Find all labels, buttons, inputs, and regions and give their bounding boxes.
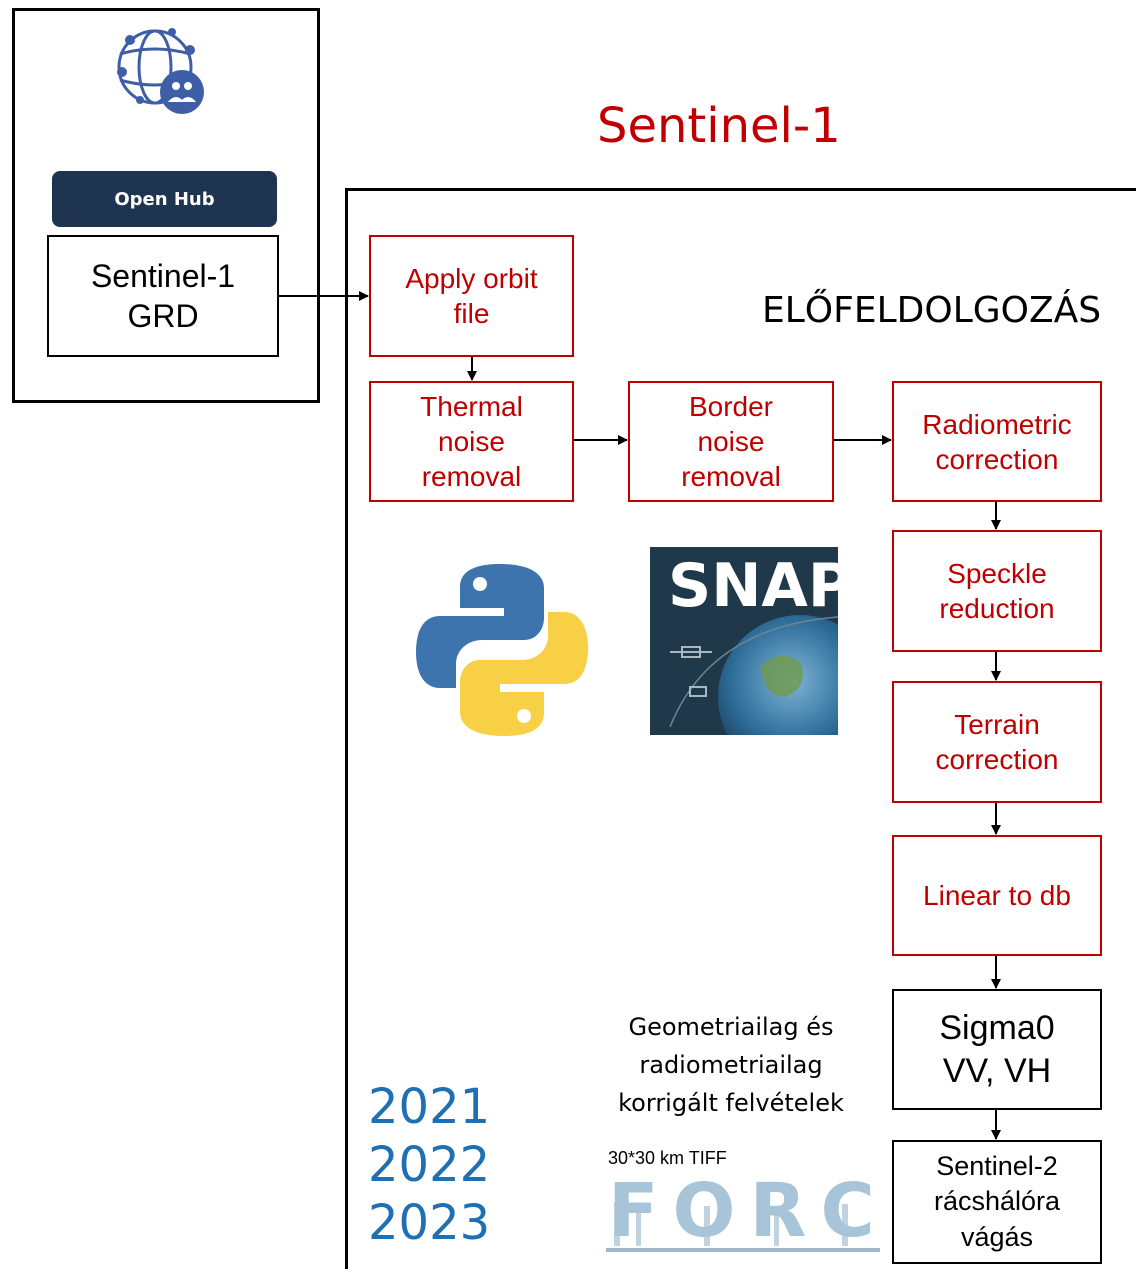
years-list: 2021 2022 2023	[368, 1079, 491, 1251]
sentinel2-grid-box: Sentinel-2 rácshálóra vágás	[892, 1140, 1102, 1264]
globe-network-users-icon	[110, 22, 210, 122]
step-thermal-noise-removal: Thermal noise removal	[369, 381, 574, 502]
source-frame	[12, 8, 320, 403]
step-radiometric-correction: Radiometric correction	[892, 381, 1102, 502]
processing-frame	[345, 188, 1136, 1269]
step-linear-to-db: Linear to db	[892, 835, 1102, 956]
page-title: Sentinel-1	[597, 98, 841, 154]
step-apply-orbit-file: Apply orbit file	[369, 235, 574, 357]
sentinel1-grd-box: Sentinel-1 GRD	[47, 235, 279, 357]
section-heading: ELŐFELDOLGOZÁS	[762, 290, 1102, 331]
step-border-noise-removal: Border noise removal	[628, 381, 834, 502]
force-logo-icon: FORCE	[606, 1172, 880, 1256]
open-hub-button[interactable]: Open Hub	[52, 171, 277, 227]
force-logo-text: FORCE	[608, 1172, 880, 1254]
step-speckle-reduction: Speckle reduction	[892, 530, 1102, 652]
python-logo-icon	[412, 560, 592, 740]
corrected-images-caption: Geometriailag és radiometriailag korrigá…	[618, 1013, 844, 1117]
sigma0-output-box: Sigma0 VV, VH	[892, 989, 1102, 1110]
force-note: 30*30 km TIFF	[608, 1148, 727, 1168]
snap-logo-icon: SNAP	[650, 547, 838, 735]
snap-logo-text: SNAP	[668, 551, 838, 621]
step-terrain-correction: Terrain correction	[892, 681, 1102, 803]
